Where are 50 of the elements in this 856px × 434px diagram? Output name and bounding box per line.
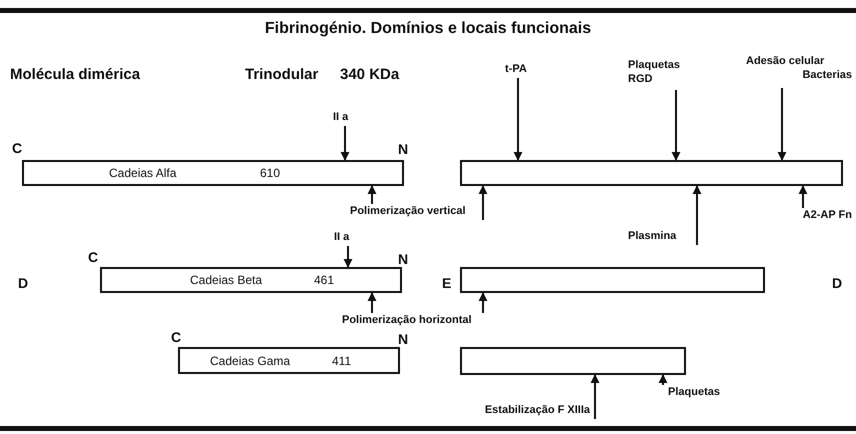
site-label: II a (334, 230, 350, 244)
residue-count: 411 (332, 354, 352, 368)
structure-note: Trinodular (245, 66, 318, 83)
chain-bar (178, 347, 400, 374)
arrow (340, 126, 350, 161)
site-label: Adesão celular (746, 54, 826, 68)
arrow (692, 185, 702, 245)
arrow (658, 374, 668, 385)
terminus-letter: N (398, 251, 408, 267)
domain-letter: D (832, 275, 842, 291)
terminus-letter: N (398, 141, 408, 157)
arrow (344, 246, 352, 268)
site-label: Estabilização F XIIIa (484, 403, 590, 417)
domain-letter: D (18, 275, 28, 291)
chain-bar (22, 160, 404, 186)
domain-letter: E (442, 275, 452, 291)
chain-bar (100, 267, 402, 293)
arrow (514, 78, 522, 161)
molecule-note: Molécula dimérica (10, 66, 140, 83)
site-label: Plaquetas (668, 385, 721, 399)
arrow (368, 185, 376, 204)
arrow (778, 88, 786, 161)
chain-bar (460, 160, 843, 186)
residue-count: 461 (314, 273, 334, 287)
site-label: t-PA (505, 62, 528, 76)
residue-count: 610 (260, 166, 280, 180)
site-label: Plasmina (628, 229, 678, 243)
arrow (368, 292, 376, 313)
mass-note: 340 KDa (340, 66, 400, 83)
terminus-letter: C (12, 140, 22, 156)
diagram-title: Fibrinogénio. Domínios e locais funcionais (264, 20, 592, 38)
chain-bar (460, 347, 686, 375)
arrow (798, 185, 808, 208)
terminus-letter: C (171, 329, 182, 345)
chain-label: Cadeias Beta (190, 273, 262, 287)
arrow (478, 292, 488, 313)
site-label: Polimerização horizontal (342, 313, 473, 327)
arrow (672, 90, 680, 161)
arrow (590, 374, 600, 419)
site-label: Bacterias (801, 68, 852, 82)
chain-label: Cadeias Alfa (109, 166, 176, 180)
arrow (478, 185, 488, 220)
site-label: Polimerização vertical (350, 204, 467, 218)
chain-label: Cadeias Gama (210, 354, 290, 368)
site-label: II a (333, 110, 350, 124)
terminus-letter: N (398, 331, 408, 347)
site-label: A2-AP Fn (802, 208, 852, 222)
chain-bar (460, 267, 765, 293)
site-label: Plaquetas RGD (628, 58, 681, 86)
terminus-letter: C (88, 249, 98, 265)
